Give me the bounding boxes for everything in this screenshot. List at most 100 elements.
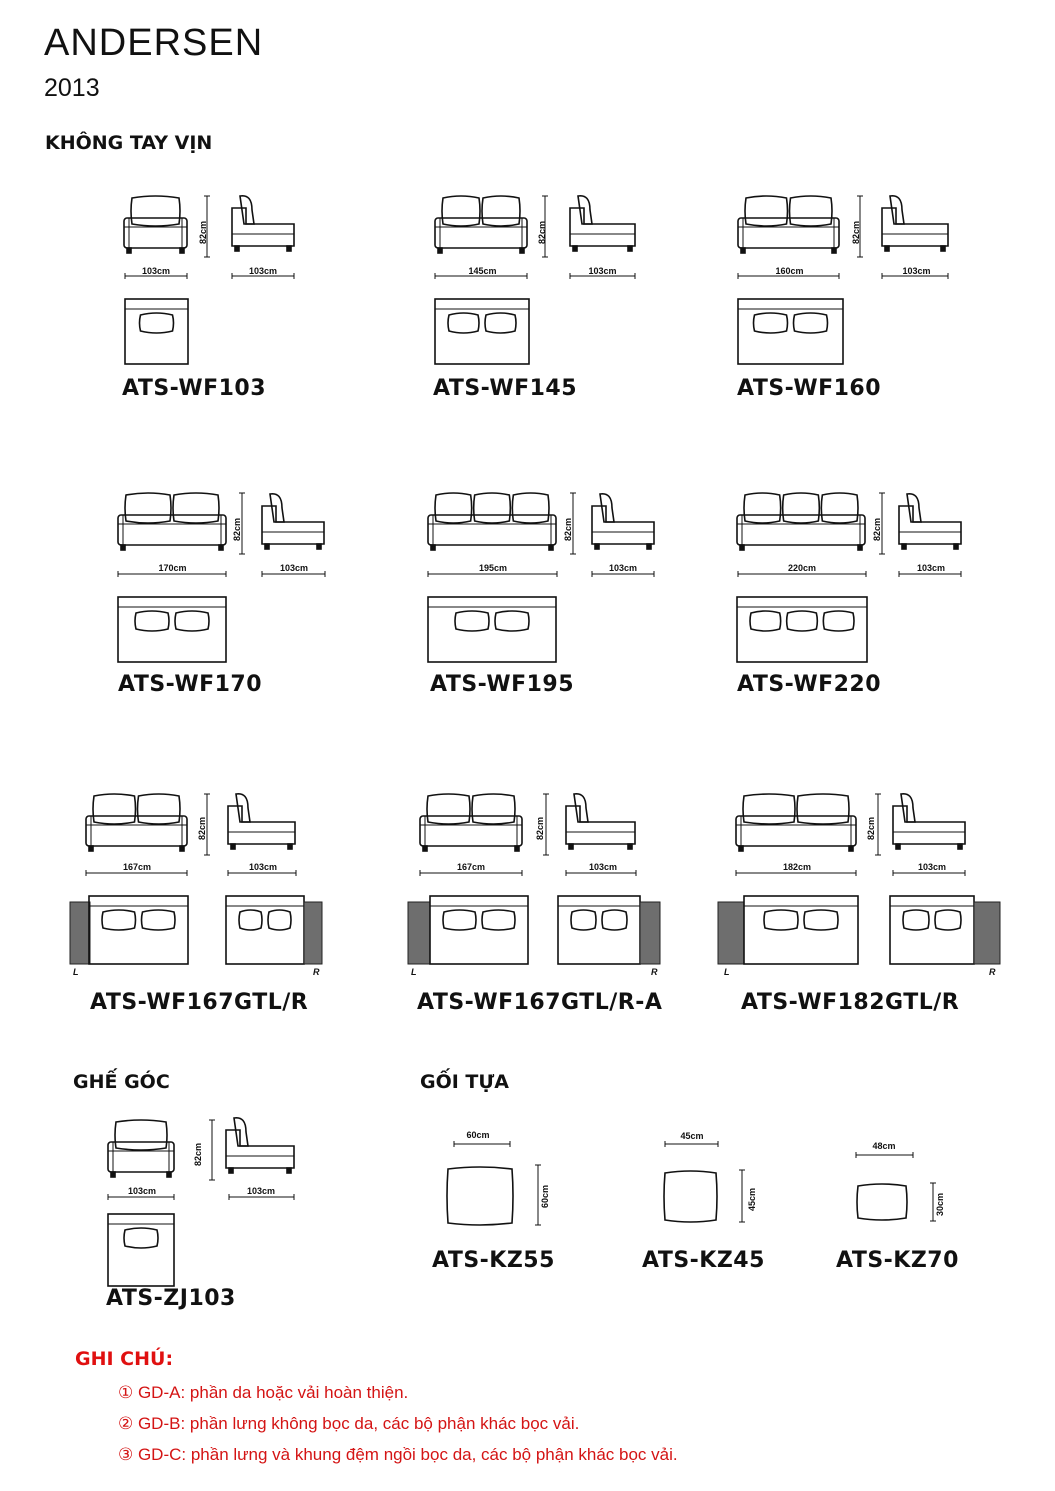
sofa-leg — [857, 544, 863, 551]
cushion-icon — [136, 793, 181, 825]
dimension-height: 82cm — [193, 1142, 203, 1166]
sofa-top-icon — [88, 895, 189, 965]
dimension-depth: 103cm — [916, 563, 946, 573]
cushion-icon — [481, 909, 516, 931]
cushion-icon — [743, 492, 782, 524]
cushion-icon — [856, 1183, 908, 1221]
backrest-cushion — [233, 1116, 249, 1147]
sofa-leg — [953, 543, 959, 550]
sofa-leg — [179, 247, 185, 254]
product-code: ATS-KZ45 — [642, 1248, 765, 1273]
cushion-icon — [434, 492, 473, 524]
dimension-width: 48cm — [872, 1141, 896, 1151]
sofa-leg — [264, 543, 270, 550]
cushion-icon — [792, 312, 829, 334]
sofa-front-icon — [419, 815, 523, 847]
dimension-height: 45cm — [747, 1187, 757, 1211]
sofa-top-icon — [434, 298, 530, 365]
dimension-depth: 103cm — [248, 862, 278, 872]
left-label: L — [73, 967, 79, 977]
right-label: R — [989, 967, 996, 977]
cushion-icon — [663, 1170, 718, 1223]
cushion-icon — [426, 793, 471, 825]
sofa-front-icon — [107, 1141, 175, 1173]
dimension-height: 82cm — [866, 816, 876, 840]
dimension-depth: 103cm — [917, 862, 947, 872]
cushion-icon — [124, 492, 172, 524]
cushion-icon — [788, 195, 833, 227]
sofa-leg — [646, 543, 652, 550]
cushion-icon — [446, 1166, 514, 1226]
sofa-front-icon — [427, 514, 557, 546]
dimension-height: 60cm — [540, 1184, 550, 1208]
right-label: R — [651, 967, 658, 977]
dimension-height: 82cm — [197, 816, 207, 840]
sofa-side-icon — [898, 505, 962, 545]
dimension-height: 82cm — [537, 220, 547, 244]
cushion-icon — [744, 195, 789, 227]
backrest-cushion — [235, 792, 251, 823]
dimension-width: 182cm — [782, 862, 812, 872]
sofa-leg — [739, 544, 745, 551]
sofa-leg — [572, 245, 578, 252]
cushion-icon — [447, 312, 480, 334]
sofa-side-icon — [231, 207, 295, 247]
sofa-leg — [514, 845, 520, 852]
product-code: ATS-WF103 — [122, 376, 267, 401]
product-code: ATS-KZ55 — [432, 1248, 555, 1273]
sofa-top-icon — [737, 298, 844, 365]
dimension-width: 195cm — [478, 563, 508, 573]
collection-year: 2013 — [44, 74, 100, 102]
sofa-side-icon — [591, 505, 655, 545]
product-code: ATS-WF170 — [118, 672, 263, 697]
sofa-top-icon — [427, 596, 557, 663]
cushion-icon — [472, 492, 512, 524]
cushion-icon — [138, 312, 175, 334]
cushion-icon — [752, 312, 789, 334]
product-code: ATS-WF220 — [737, 672, 882, 697]
cushion-icon — [134, 610, 170, 632]
sofa-leg — [831, 247, 837, 254]
dimension-height: 82cm — [232, 517, 242, 541]
cushion-icon — [172, 492, 220, 524]
cushion-icon — [781, 492, 821, 524]
product-code: ATS-KZ70 — [836, 1248, 959, 1273]
dimension-depth: 103cm — [279, 563, 309, 573]
dimension-depth: 103cm — [588, 266, 617, 276]
left-label: L — [411, 967, 417, 977]
cushion-icon — [749, 610, 782, 632]
sofa-side-icon — [225, 1129, 295, 1169]
sofa-leg — [519, 247, 525, 254]
chaise-shade — [407, 901, 431, 965]
sofa-leg — [430, 544, 436, 551]
cushion-icon — [92, 793, 137, 825]
sofa-leg — [126, 247, 132, 254]
sofa-leg — [895, 843, 901, 850]
backrest-cushion — [889, 194, 905, 225]
sofa-top-icon — [736, 596, 868, 663]
cushion-icon — [796, 793, 850, 825]
sofa-leg — [179, 845, 185, 852]
dimension-depth: 103cm — [608, 563, 638, 573]
right-label: R — [313, 967, 320, 977]
sofa-leg — [940, 245, 946, 252]
backrest-cushion — [900, 792, 916, 823]
section-armless-title: KHÔNG TAY VỊN — [45, 132, 213, 154]
cushion-icon — [601, 909, 628, 931]
sofa-front-icon — [117, 514, 227, 546]
cushion-icon — [267, 909, 292, 931]
backrest-cushion — [239, 194, 255, 225]
sofa-leg — [957, 843, 963, 850]
sofa-front-icon — [434, 217, 528, 249]
sofa-top-icon — [117, 596, 227, 663]
chaise-shade — [69, 901, 91, 965]
sofa-top-icon — [107, 1213, 175, 1287]
sofa-leg — [437, 247, 443, 254]
dimension-width: 45cm — [680, 1131, 704, 1141]
dimension-width: 220cm — [787, 563, 817, 573]
dimension-height: 82cm — [535, 816, 545, 840]
sofa-top-icon — [124, 298, 189, 365]
sofa-leg — [422, 845, 428, 852]
sofa-leg — [884, 245, 890, 252]
sofa-front-icon — [123, 217, 188, 249]
